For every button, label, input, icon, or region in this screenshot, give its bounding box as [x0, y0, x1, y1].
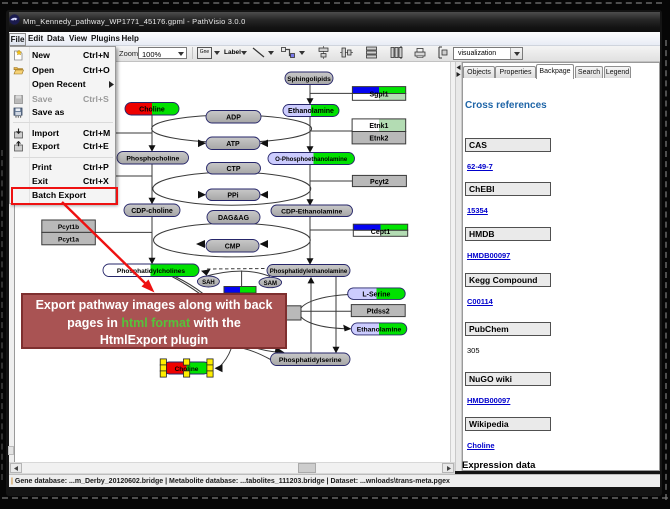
- svg-text:ADP: ADP: [226, 115, 241, 122]
- svg-text:PPi: PPi: [227, 193, 238, 200]
- svg-text:Phosphatidylcholines: Phosphatidylcholines: [117, 268, 185, 275]
- svg-text:Sgpl1: Sgpl1: [369, 91, 388, 98]
- svg-text:Pcyt2: Pcyt2: [370, 179, 389, 186]
- svg-text:Choline: Choline: [139, 106, 165, 113]
- svg-text:Phosphatidylethanolamine: Phosphatidylethanolamine: [270, 268, 348, 275]
- svg-text:SAM: SAM: [264, 281, 277, 287]
- svg-text:Ptdss2: Ptdss2: [367, 308, 390, 315]
- svg-text:Cept1: Cept1: [371, 229, 391, 236]
- svg-text:CTP: CTP: [227, 166, 241, 173]
- svg-text:DAG&AG: DAG&AG: [218, 215, 250, 222]
- svg-text:Etnk2: Etnk2: [369, 136, 388, 143]
- svg-text:CDP-Ethanolamine: CDP-Ethanolamine: [281, 208, 342, 215]
- svg-text:Ethanolamine: Ethanolamine: [357, 326, 402, 333]
- svg-text:Ethanolamine: Ethanolamine: [288, 108, 334, 115]
- svg-text:Phosphatidylserine: Phosphatidylserine: [279, 357, 342, 364]
- svg-text:Pcyt1b: Pcyt1b: [58, 224, 79, 231]
- svg-text:ATP: ATP: [226, 141, 240, 148]
- svg-text:L-Serine: L-Serine: [362, 291, 390, 298]
- svg-text:Sphingolipids: Sphingolipids: [287, 76, 331, 83]
- svg-text:CMP: CMP: [225, 244, 241, 251]
- svg-text:Pcyt1a: Pcyt1a: [58, 236, 79, 243]
- svg-text:Phosphocholine: Phosphocholine: [126, 155, 179, 162]
- svg-text:SAH: SAH: [202, 280, 215, 286]
- svg-text:Etnk1: Etnk1: [369, 123, 388, 130]
- svg-text:CDP-choline: CDP-choline: [131, 208, 173, 215]
- svg-text:Choline: Choline: [175, 366, 199, 373]
- svg-text:O-Phosphoethanolamine: O-Phosphoethanolamine: [275, 156, 348, 163]
